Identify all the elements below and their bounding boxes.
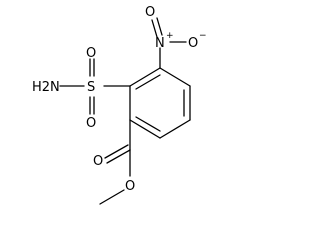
sulfonamide-group: O S O H2N — [32, 46, 131, 131]
nitro-group: O N + O − — [145, 5, 207, 69]
atom-o-nitro-top: O — [145, 5, 155, 20]
bond-n-o-top-a — [151, 19, 158, 38]
atom-n-nitro: N — [155, 36, 165, 51]
bond-ring-c4-c5 — [129, 119, 161, 139]
atom-h2n-sulfonamide: H2N — [32, 80, 60, 95]
bond-n-o-top-b — [156, 17, 163, 36]
charge-o-nitro: − — [199, 31, 207, 41]
atom-o-sulfonyl-top: O — [86, 46, 96, 61]
bond-ring-inner-c4-c5 — [135, 116, 161, 132]
bond-ring-c1-c2 — [159, 67, 191, 87]
benzene-ring — [129, 67, 191, 139]
atom-o-nitro-right: O — [188, 36, 198, 51]
bond-c-o-carbonyl-b — [104, 144, 129, 159]
bond-ring-c6-c1 — [129, 67, 161, 87]
bond-ring-c3-c4 — [159, 119, 191, 139]
atom-o-carbonyl: O — [93, 154, 103, 169]
charge-n-nitro: + — [166, 31, 174, 41]
bond-ring-inner-c6-c1 — [135, 74, 161, 90]
bond-o-ch3 — [99, 189, 125, 205]
atom-o-sulfonyl-bottom: O — [86, 116, 96, 131]
methyl-ester-group: O O — [93, 119, 135, 205]
structure-canvas: O N + O − O S O H2N O O — [32, 5, 207, 205]
atom-s-sulfonyl: S — [87, 80, 95, 95]
bond-c-o-carbonyl-a — [106, 149, 131, 164]
chemical-structure-diagram: O N + O − O S O H2N O O — [32, 5, 207, 205]
atom-o-ester: O — [125, 179, 135, 194]
